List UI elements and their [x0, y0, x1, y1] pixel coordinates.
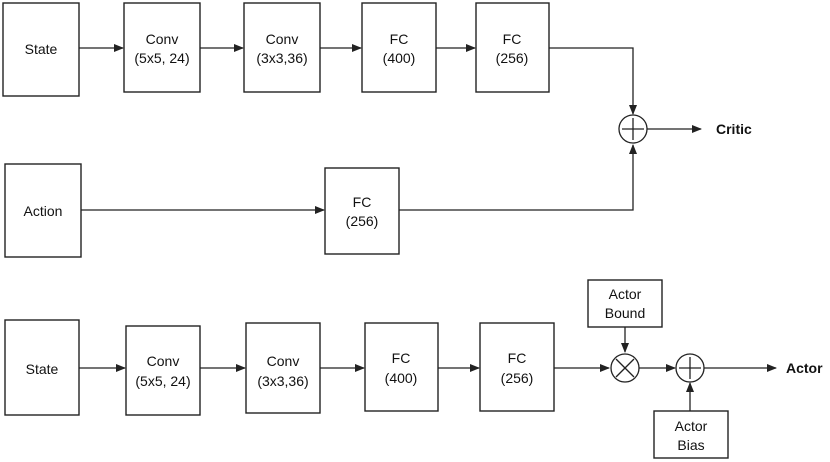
- critic-action-label: Action: [24, 203, 63, 219]
- actor-bias-line2: Bias: [677, 437, 704, 453]
- actor-sum-icon: [675, 353, 705, 383]
- actor-multiply-icon: [610, 353, 640, 383]
- critic-state-label: State: [25, 41, 58, 57]
- critic-fc1-node: FC (400): [361, 2, 437, 93]
- critic-fc2-line2: (256): [496, 50, 529, 66]
- actor-state-label: State: [26, 361, 59, 377]
- critic-conv1-line2: (5x5, 24): [134, 50, 189, 66]
- actor-network: State Conv (5x5, 24) Conv (3x3,36) FC (4…: [4, 279, 823, 459]
- actor-bound-node: Actor Bound: [587, 279, 663, 328]
- actor-fc1-node: FC (400): [364, 322, 439, 412]
- actor-bias-line1: Actor: [675, 418, 708, 434]
- critic-fc2-node: FC (256): [475, 2, 550, 93]
- actor-fc2-line2: (256): [501, 370, 534, 386]
- critic-action-fc-node: FC (256): [324, 167, 400, 255]
- critic-arrow-fc2-sum: [549, 47, 637, 115]
- actor-fc1-line1: FC: [392, 350, 411, 366]
- critic-sum-icon: [618, 114, 648, 144]
- actor-conv1-line2: (5x5, 24): [135, 373, 190, 389]
- actor-fc2-line1: FC: [508, 350, 527, 366]
- critic-conv2-node: Conv (3x3,36): [243, 2, 321, 93]
- actor-conv2-line2: (3x3,36): [257, 373, 308, 389]
- actor-fc2-node: FC (256): [479, 322, 555, 412]
- critic-action-fc-line1: FC: [353, 194, 372, 210]
- critic-state-node: State: [2, 2, 80, 97]
- actor-conv1-node: Conv (5x5, 24): [125, 325, 201, 416]
- critic-conv1-line1: Conv: [146, 31, 179, 47]
- actor-bound-line2: Bound: [605, 305, 645, 321]
- critic-action-fc-line2: (256): [346, 213, 379, 229]
- critic-conv2-line2: (3x3,36): [256, 50, 307, 66]
- critic-fc1-line1: FC: [390, 31, 409, 47]
- critic-conv1-node: Conv (5x5, 24): [123, 2, 201, 93]
- actor-bias-node: Actor Bias: [653, 410, 729, 459]
- critic-conv2-line1: Conv: [266, 31, 299, 47]
- actor-output-label: Actor: [786, 360, 823, 376]
- critic-fc2-line1: FC: [503, 31, 522, 47]
- critic-network: State Conv (5x5, 24) Conv (3x3,36) FC (4…: [2, 2, 752, 258]
- actor-fc1-line2: (400): [385, 370, 418, 386]
- critic-arrow-actionfc-sum: [399, 144, 637, 211]
- actor-conv1-line1: Conv: [147, 353, 180, 369]
- critic-fc1-line2: (400): [383, 50, 416, 66]
- actor-state-node: State: [4, 319, 80, 416]
- actor-conv2-node: Conv (3x3,36): [245, 322, 321, 414]
- critic-output-label: Critic: [716, 121, 752, 137]
- actor-conv2-line1: Conv: [267, 353, 300, 369]
- critic-action-node: Action: [4, 163, 82, 258]
- actor-bound-line1: Actor: [609, 286, 642, 302]
